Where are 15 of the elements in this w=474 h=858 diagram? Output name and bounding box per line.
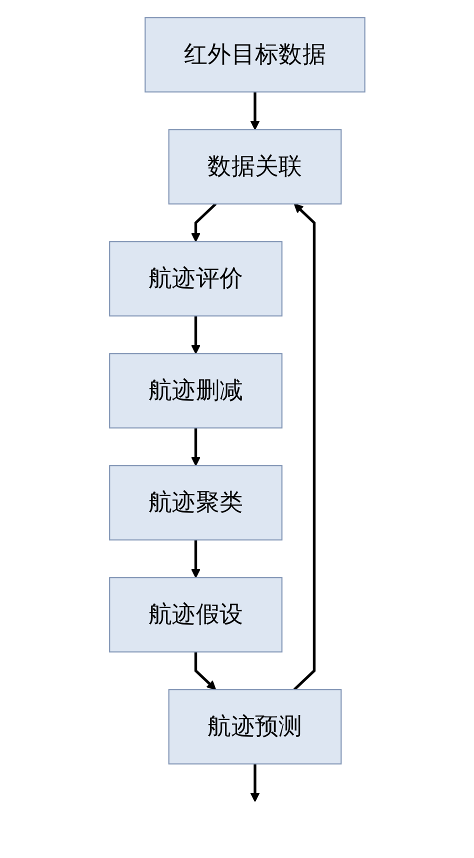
arrow: [250, 764, 260, 802]
node-box: 航迹假设: [108, 577, 282, 652]
arrow: [190, 316, 200, 354]
node-box: 数据关联: [168, 129, 342, 204]
node-box: 航迹预测: [168, 689, 342, 764]
arrow: [250, 92, 260, 130]
arrow: [190, 202, 216, 242]
arrow: [194, 652, 216, 690]
arrow: [190, 428, 200, 466]
node-box: 红外目标数据: [144, 17, 366, 92]
node-box: 航迹评价: [108, 241, 282, 316]
arrow: [190, 540, 200, 578]
arrow: [293, 204, 316, 691]
node-box: 航迹聚类: [108, 465, 282, 540]
node-box: 航迹删减: [108, 353, 282, 428]
